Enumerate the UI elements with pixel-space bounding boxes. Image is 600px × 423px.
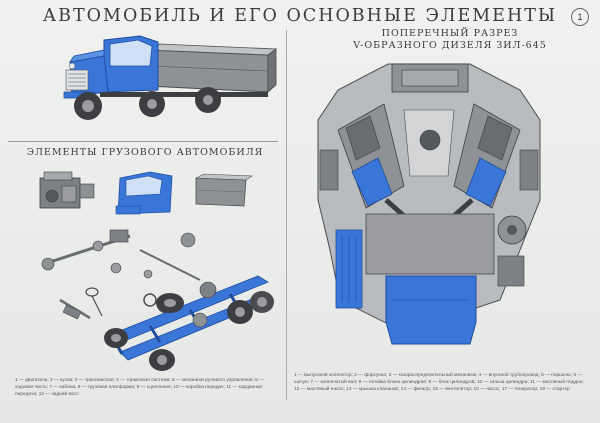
right-subtitle: ПОПЕРЕЧНЫЙ РАЗРЕЗ V-ОБРАЗНОГО ДИЗЕЛЯ ЗИЛ… — [300, 28, 600, 52]
left-subtitle: ЭЛЕМЕНТЫ ГРУЗОВОГО АВТОМОБИЛЯ — [26, 147, 264, 158]
horizontal-divider — [8, 141, 278, 142]
engine-block — [39, 171, 95, 209]
cabin-body — [115, 171, 253, 215]
vertical-divider — [286, 30, 287, 400]
right-subtitle-line2: V-ОБРАЗНОГО ДИЗЕЛЯ ЗИЛ-645 — [353, 40, 547, 51]
poster-title: АВТОМОБИЛЬ И ЕГО ОСНОВНЫЕ ЭЛЕМЕНТЫ — [42, 6, 558, 26]
right-subtitle-line1: ПОПЕРЕЧНЫЙ РАЗРЕЗ — [381, 28, 519, 39]
left-legend: 1 — двигатель; 2 — кузов; 3 — трансмисси… — [15, 378, 264, 397]
truck-illustration — [63, 35, 278, 120]
right-legend: 1 — выпускной коллектор; 2 — форсунка; 3… — [294, 373, 584, 392]
wheels — [104, 281, 274, 371]
engine-cross-section — [317, 63, 541, 345]
transmission-parts — [41, 229, 201, 320]
page-number: 1 — [571, 8, 589, 26]
